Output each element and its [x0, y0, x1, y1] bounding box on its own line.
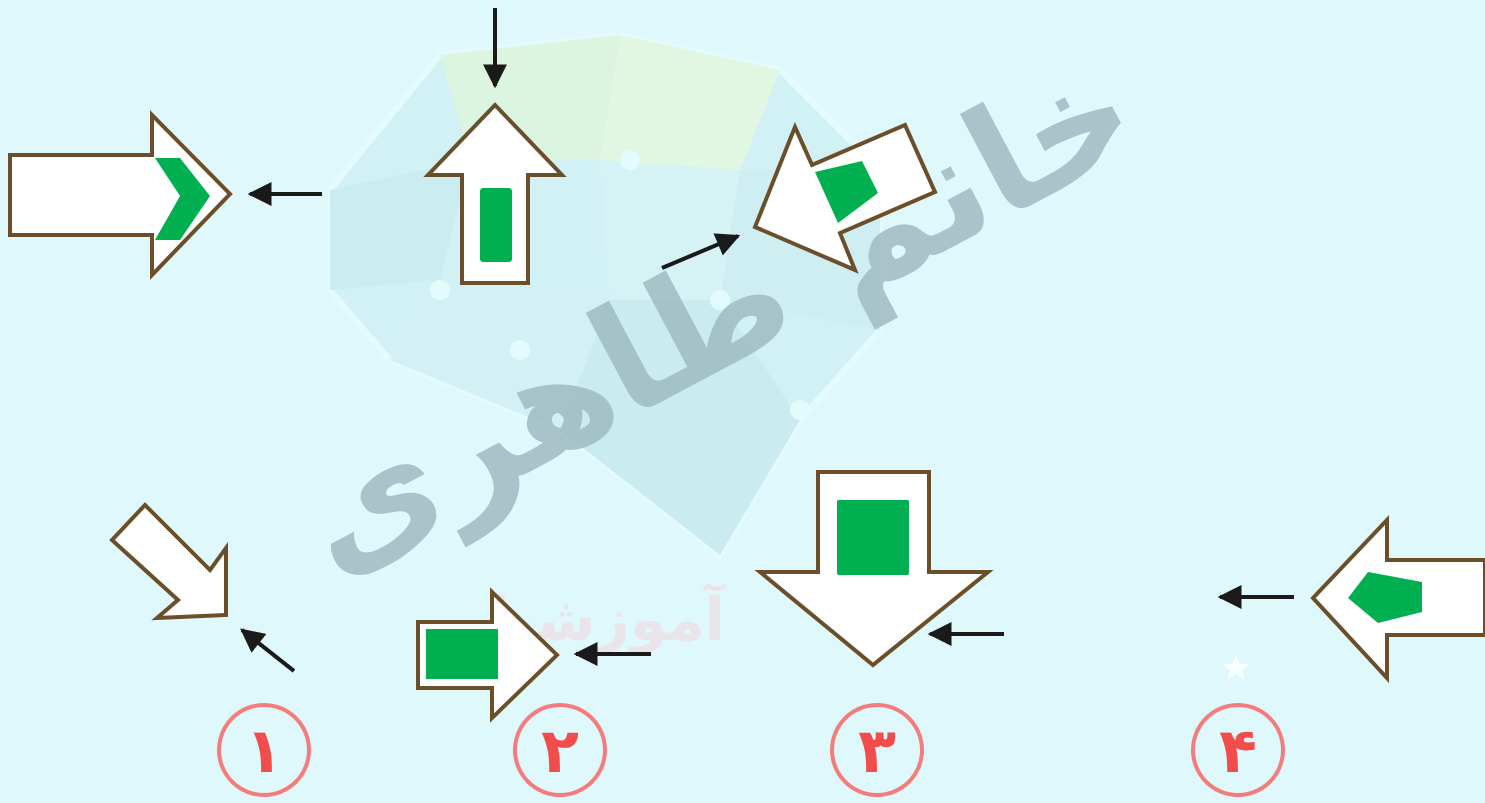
option-number-1[interactable]: ۱ [217, 703, 311, 797]
option-shape-1[interactable] [109, 502, 228, 621]
svg-text:۲: ۲ [541, 714, 579, 787]
sparkle-icon [1222, 655, 1250, 680]
svg-text:۴: ۴ [1219, 714, 1257, 787]
option-shape-2[interactable] [416, 587, 560, 723]
option-shape-3[interactable] [754, 470, 994, 668]
arrow-shape-right [8, 110, 233, 280]
number-circle-icon [217, 703, 311, 797]
number-circle-icon [513, 703, 607, 797]
option-number-2[interactable]: ۲ [513, 703, 607, 797]
pointer-arrow-icon [240, 628, 296, 673]
arrow-shape-rotated [752, 121, 938, 274]
option-number-3[interactable]: ۳ [830, 703, 924, 797]
svg-text:۳: ۳ [858, 714, 896, 787]
option-number-4[interactable]: ۴ [1191, 703, 1285, 797]
number-circle-icon [830, 703, 924, 797]
number-circle-icon [1191, 703, 1285, 797]
arrow-shape-up [423, 102, 567, 285]
option-shape-4[interactable] [1310, 514, 1485, 684]
pointer-arrow-icon [661, 233, 741, 270]
svg-text:۱: ۱ [245, 714, 283, 787]
